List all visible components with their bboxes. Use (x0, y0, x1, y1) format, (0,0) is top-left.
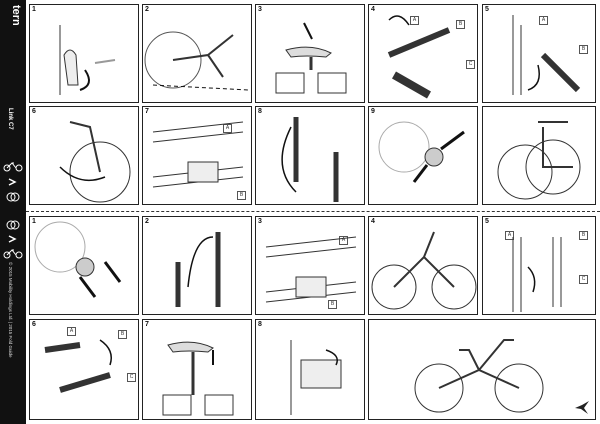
pedal-unfold-illustration (290, 340, 342, 415)
tern-logo: tern (10, 5, 22, 26)
badge-a: A (223, 124, 232, 133)
arrow-right-icon-2 (8, 235, 17, 243)
frame-unfold-illustration (175, 232, 221, 307)
badge-b: B (328, 300, 337, 309)
step-number: 3 (258, 6, 262, 13)
step-number: 8 (258, 321, 262, 328)
badge-b: B (237, 191, 246, 200)
unfold-step-2: 2 (142, 216, 252, 315)
folded-bike-illustration (497, 121, 581, 200)
step-number: 4 (371, 6, 375, 13)
unfold-step-3: 3 A B (255, 216, 365, 315)
fold-step-4: 4 A B C (368, 4, 478, 103)
badge-c: C (127, 373, 136, 382)
fold-step-9: 9 (368, 106, 478, 205)
unfold-step-6: 6 A B C (29, 319, 139, 420)
stem-latch-illustration (512, 237, 562, 312)
stem-fold-illustration (512, 15, 581, 95)
frame-fold-illustration (281, 117, 339, 202)
unfolded-bike-icon (3, 249, 23, 259)
badge-b: B (579, 45, 588, 54)
fold-step-3: 3 (255, 4, 365, 103)
step-number: 1 (32, 218, 36, 225)
seat-raise-illustration (162, 341, 234, 416)
crank-position-illustration (144, 31, 249, 91)
step-number: 6 (32, 321, 36, 328)
step-number: 5 (485, 6, 489, 13)
fold-step-6: 6 (29, 106, 139, 205)
folded-bike-icon-2 (6, 220, 20, 230)
tern-bird-logo-icon (575, 401, 589, 414)
copyright-text: © 2015 Mobility Holdings Ltd. | 2015 Fol… (8, 262, 13, 358)
unfold-step-7: 7 (142, 319, 252, 420)
step-number: 6 (32, 108, 36, 115)
fold-sequence-icon (3, 162, 23, 172)
handlebar-fold-illustration (387, 15, 451, 99)
frame-latch-close-illustration (265, 236, 357, 303)
step-number: 2 (145, 6, 149, 13)
badge-a: A (505, 231, 514, 240)
fold-step-7: 7 A B (142, 106, 252, 205)
step-number: 3 (258, 218, 262, 225)
unfolded-bike-illustration (414, 339, 544, 413)
handlebar-unfold-illustration (44, 339, 112, 393)
unfold-step-4: 4 (368, 216, 478, 315)
front-wheel-illustration (59, 121, 131, 203)
step-number: 8 (258, 108, 262, 115)
fold-step-5: 5 A B (482, 4, 596, 103)
badge-b: B (579, 231, 588, 240)
seat-lower-illustration (275, 22, 347, 94)
step-number: 9 (371, 108, 375, 115)
step-number: 7 (145, 108, 149, 115)
svg-text:tern: tern (10, 5, 22, 26)
badge-a: A (410, 16, 419, 25)
badge-a: A (539, 16, 548, 25)
unfold-step-1: 1 (29, 216, 139, 315)
fold-step-2: 2 (142, 4, 252, 103)
step-number: 7 (145, 321, 149, 328)
section-divider (26, 211, 600, 212)
step-number: 2 (145, 218, 149, 225)
badge-c: C (579, 275, 588, 284)
pedal-fold-illustration (59, 25, 116, 95)
step-number: 5 (485, 218, 489, 225)
frame-latch-illustration (152, 121, 244, 188)
fold-step-1: 1 (29, 4, 139, 103)
magnet-join-illustration (378, 121, 465, 183)
badge-b: B (118, 330, 127, 339)
arrow-right-icon (8, 178, 17, 186)
sidebar: tern Link C7 © 2015 Mobility Holdings Lt… (0, 0, 26, 424)
model-name: Link C7 (7, 108, 13, 130)
step-number: 1 (32, 6, 36, 13)
magnet-release-illustration (34, 221, 122, 298)
folded-bike-result (482, 106, 596, 205)
unfolded-bike-result (368, 319, 596, 420)
folded-bike-icon (6, 192, 20, 202)
badge-a: A (339, 236, 348, 245)
fold-step-8: 8 (255, 106, 365, 205)
badge-b: B (456, 20, 465, 29)
bike-unfold-illustration (371, 231, 477, 310)
step-number: 4 (371, 218, 375, 225)
unfold-step-5: 5 A B C (482, 216, 596, 315)
badge-c: C (466, 60, 475, 69)
unfold-step-8: 8 (255, 319, 365, 420)
badge-a: A (67, 327, 76, 336)
